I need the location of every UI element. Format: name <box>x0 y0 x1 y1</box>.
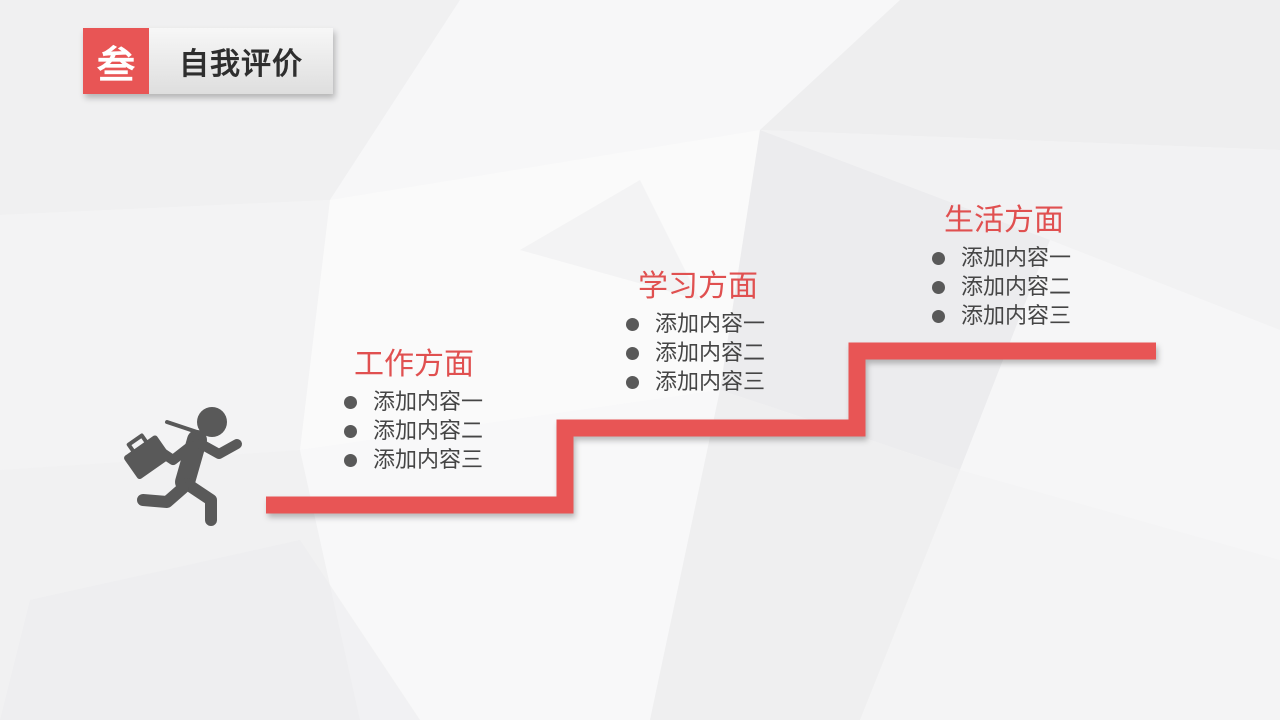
list-item-text: 添加内容一 <box>961 246 1072 271</box>
staircase-line <box>266 342 1156 514</box>
list-item-text: 添加内容二 <box>373 419 484 444</box>
step-title: 学习方面 <box>638 269 758 304</box>
bullet-dot-icon <box>626 376 639 389</box>
list-item: 添加内容二 <box>340 417 514 446</box>
list-item: 添加内容一 <box>622 310 798 339</box>
step-list: 添加内容一 添加内容二 添加内容三 <box>904 244 1104 331</box>
list-item-text: 添加内容二 <box>961 275 1072 300</box>
bullet-dot-icon <box>344 396 357 409</box>
bullet-dot-icon <box>344 425 357 438</box>
list-item: 添加内容二 <box>928 273 1104 302</box>
list-item-text: 添加内容一 <box>655 312 766 337</box>
bullet-dot-icon <box>932 252 945 265</box>
list-item: 添加内容三 <box>340 446 514 475</box>
section-header: 叁 自我评价 <box>83 28 333 94</box>
step-list: 添加内容一 添加内容二 添加内容三 <box>314 388 514 475</box>
list-item: 添加内容二 <box>622 339 798 368</box>
bullet-dot-icon <box>932 281 945 294</box>
list-item-text: 添加内容三 <box>655 370 766 395</box>
step-life: 生活方面 添加内容一 添加内容二 添加内容三 <box>904 202 1104 331</box>
list-item: 添加内容三 <box>622 368 798 397</box>
bullet-dot-icon <box>626 347 639 360</box>
section-title: 自我评价 <box>179 47 303 82</box>
list-item: 添加内容一 <box>928 244 1104 273</box>
bullet-dot-icon <box>626 318 639 331</box>
step-title: 生活方面 <box>944 203 1064 238</box>
list-item-text: 添加内容三 <box>961 304 1072 329</box>
bullet-dot-icon <box>932 310 945 323</box>
step-list: 添加内容一 添加内容二 添加内容三 <box>598 310 798 397</box>
businessman-running-icon <box>124 407 242 526</box>
list-item-text: 添加内容二 <box>655 341 766 366</box>
step-work: 工作方面 添加内容一 添加内容二 添加内容三 <box>314 346 514 475</box>
step-title: 工作方面 <box>354 347 474 382</box>
bullet-dot-icon <box>344 454 357 467</box>
section-number-badge: 叁 <box>83 28 149 94</box>
list-item: 添加内容一 <box>340 388 514 417</box>
list-item-text: 添加内容一 <box>373 390 484 415</box>
list-item-text: 添加内容三 <box>373 448 484 473</box>
step-study: 学习方面 添加内容一 添加内容二 添加内容三 <box>598 268 798 397</box>
list-item: 添加内容三 <box>928 302 1104 331</box>
